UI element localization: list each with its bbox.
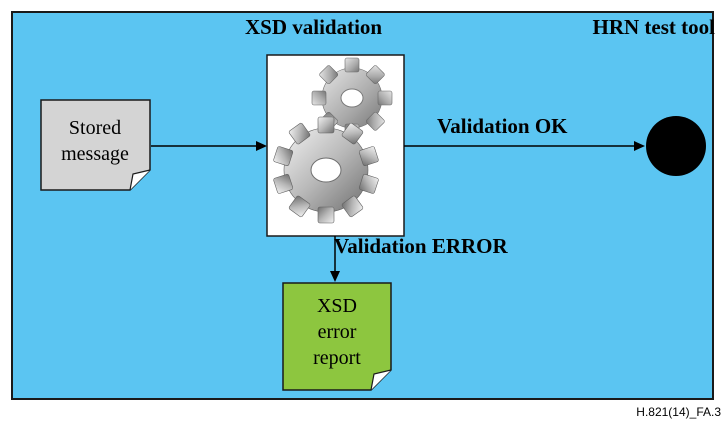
tool-title: HRN test tool <box>592 15 715 39</box>
stored-message-line-2: message <box>61 143 129 165</box>
xsd-error-report-document: XSD error report <box>282 282 392 391</box>
validation-error-label: Validation ERROR <box>334 234 508 258</box>
validation-ok-label: Validation OK <box>437 114 568 138</box>
figure-id: H.821(14)_FA.3 <box>636 405 721 419</box>
stored-message-line-1: Stored <box>69 117 121 139</box>
stored-message-document: Stored message <box>40 99 151 191</box>
xsd-validation-label: XSD validation <box>245 15 383 39</box>
gears-icon <box>273 57 393 224</box>
error-report-line-3: report <box>313 347 361 369</box>
error-report-line-1: XSD <box>317 295 357 317</box>
arrow-validation-error <box>330 236 340 282</box>
end-node <box>646 116 706 176</box>
arrow-to-validation <box>151 141 267 151</box>
arrow-validation-ok <box>404 141 645 151</box>
error-report-line-2: error <box>318 321 357 343</box>
